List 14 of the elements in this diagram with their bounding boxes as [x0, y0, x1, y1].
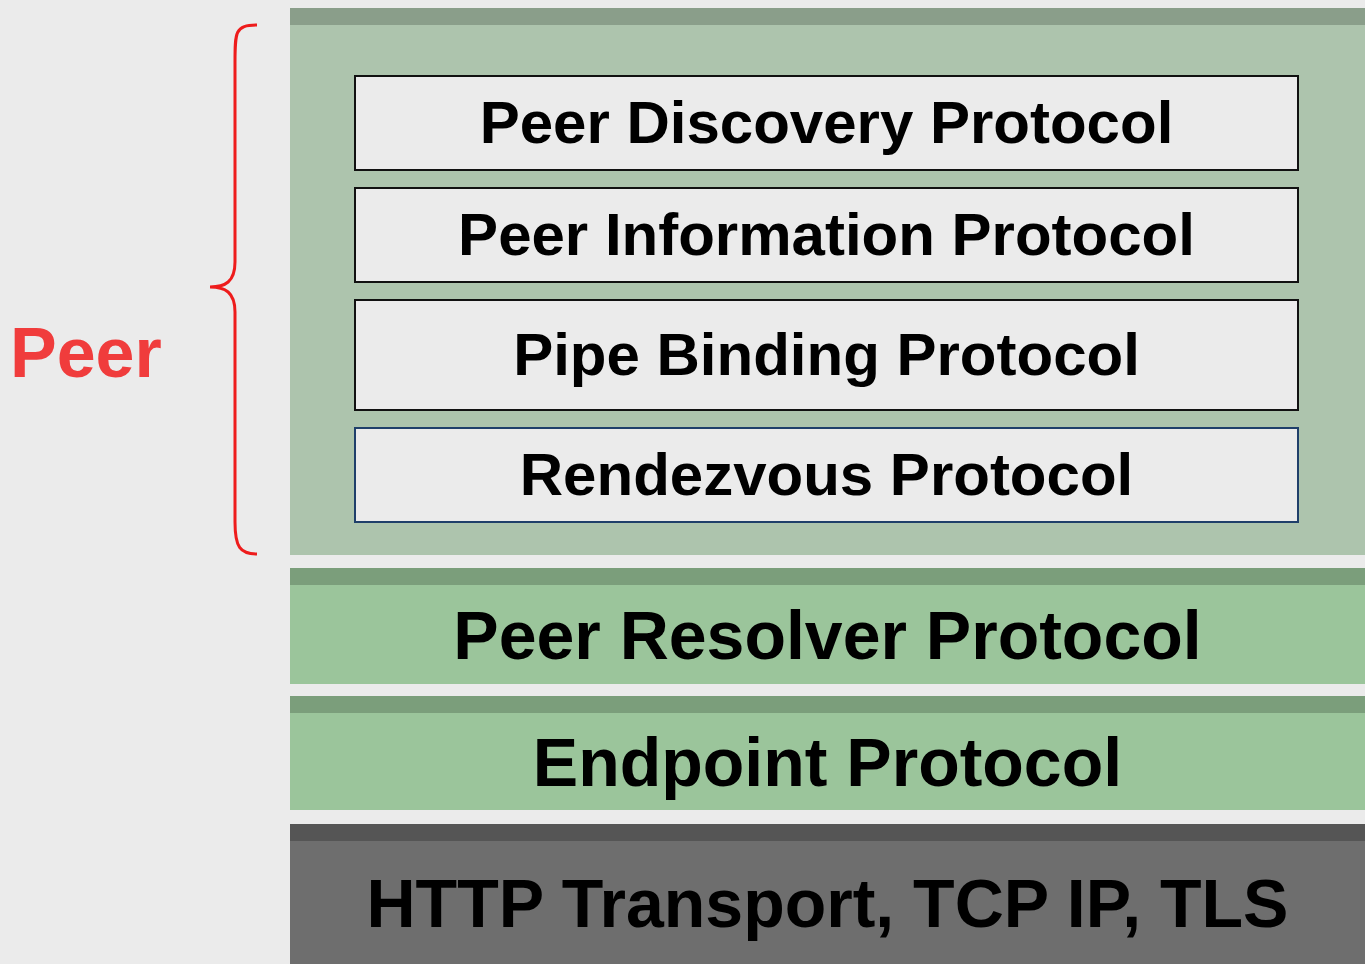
layer-box [290, 696, 1365, 810]
protocol-label: Rendezvous Protocol [519, 445, 1134, 505]
protocol-box [354, 427, 1299, 523]
protocol-box [354, 299, 1299, 411]
group-label: Peer [10, 318, 162, 388]
layer-box [290, 568, 1365, 684]
protocol-label: Peer Discovery Protocol [479, 93, 1174, 153]
layer-box [290, 8, 1365, 555]
protocol-label: Peer Resolver Protocol [453, 600, 1202, 669]
protocol-label: Peer Information Protocol [458, 205, 1195, 265]
layer-box [290, 824, 1365, 964]
protocol-box [354, 187, 1299, 283]
protocol-box [354, 75, 1299, 171]
protocol-label: Pipe Binding Protocol [513, 325, 1140, 385]
